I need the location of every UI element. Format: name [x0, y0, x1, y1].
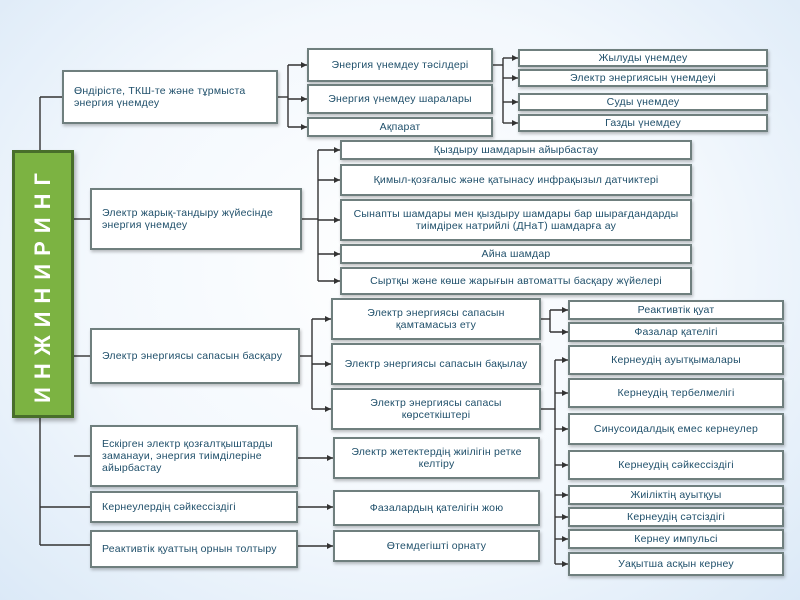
item-label: Кернеудің сәтсіздігі [627, 511, 725, 523]
indicator-box: Уақытша асқын кернеу [568, 552, 784, 576]
arrowhead [512, 55, 518, 61]
indicator-box: Кернеудің тербелмелігі [568, 378, 784, 408]
arrowhead [301, 96, 307, 102]
arrowhead [327, 543, 333, 549]
arrowhead [334, 251, 340, 257]
item-label: Фазалар қателігі [634, 326, 718, 338]
arrowhead [562, 561, 568, 567]
arrowhead [562, 307, 568, 313]
arrowhead [334, 147, 340, 153]
section-reactive-power-compensation: Реактивтік қуаттың орнын толтыру [90, 530, 298, 568]
item-box: Суды үнемдеу [518, 93, 768, 111]
indicator-box: Кернеудің сәтсіздігі [568, 507, 784, 527]
arrowhead [334, 177, 340, 183]
method-box: Электр энергиясы сапасын қамтамасыз ету [331, 298, 541, 340]
action-box: Өтемдегішті орнату [333, 530, 540, 562]
arrowhead [334, 217, 340, 223]
root-engineering-block: ИНЖИНИРИНГ [12, 150, 74, 418]
arrowhead [562, 492, 568, 498]
item-label: Сынапты шамдары мен қыздыру шамдары бар … [353, 208, 679, 232]
arrowhead [327, 504, 333, 510]
method-label: Энергия үнемдеу шаралары [328, 93, 472, 105]
item-box: Фазалар қателігі [568, 322, 784, 342]
arrowhead [562, 462, 568, 468]
method-label: Ақпарат [379, 121, 421, 133]
item-box: Сыртқы және көше жарығын автоматты басқа… [340, 267, 692, 295]
action-box: Фазалардың қателігін жою [333, 490, 540, 526]
item-label: Газды үнемдеу [605, 117, 681, 129]
arrowhead [325, 316, 331, 322]
item-label: Кернеу импульсі [634, 533, 718, 545]
action-label: Фазалардың қателігін жою [369, 502, 504, 514]
arrowhead [325, 361, 331, 367]
item-box: Электр энергиясын үнемдеуі [518, 69, 768, 87]
action-label: Электр жетектердің жиілігін ретке келтір… [351, 446, 522, 470]
method-label: Электр энергиясы сапасын бақылау [344, 358, 528, 370]
section-label: Реактивтік қуаттың орнын толтыру [102, 543, 277, 555]
method-label: Энергия үнемдеу тәсілдері [331, 59, 469, 71]
section-label: Кернеулердің сәйкессіздігі [102, 501, 236, 513]
section-voltage-asymmetry: Кернеулердің сәйкессіздігі [90, 491, 298, 523]
section-energy-saving-production: Өндірісте, ТКШ-те және тұрмыста энергия … [62, 70, 278, 124]
section-label: Электр жарық-тандыру жүйесінде энергия ү… [102, 207, 274, 231]
item-label: Кернеудің тербелмелігі [617, 387, 735, 399]
section-label: Электр энергиясы сапасын басқару [102, 350, 283, 362]
item-label: Реактивтік қуат [637, 304, 715, 316]
arrowhead [327, 455, 333, 461]
item-box: Реактивтік қуат [568, 300, 784, 320]
item-box: Қимыл-қозғалыс және қатынасу инфрақызыл … [340, 164, 692, 196]
item-label: Уақытша асқын кернеу [618, 558, 734, 570]
method-box: Ақпарат [307, 117, 493, 137]
action-box: Электр жетектердің жиілігін ретке келтір… [333, 437, 540, 479]
method-box: Электр энергиясы сапасын бақылау [331, 343, 541, 385]
arrowhead [512, 99, 518, 105]
arrowhead [512, 120, 518, 126]
arrowhead [512, 75, 518, 81]
method-label: Электр энергиясы сапасы көрсеткіштері [370, 397, 502, 421]
indicator-box: Кернеу импульсі [568, 529, 784, 549]
item-box: Айна шамдар [340, 244, 692, 264]
indicator-box: Кернеудің ауытқымалары [568, 345, 784, 375]
section-label: Ескірген электр қозғалтқыштарды заманауи… [102, 438, 273, 474]
arrowhead [562, 329, 568, 335]
arrowhead [334, 278, 340, 284]
item-label: Суды үнемдеу [606, 96, 680, 108]
method-box: Энергия үнемдеу тәсілдері [307, 48, 493, 82]
item-label: Қимыл-қозғалыс және қатынасу инфрақызыл … [373, 174, 659, 186]
arrowhead [562, 390, 568, 396]
item-box: Жылуды үнемдеу [518, 49, 768, 67]
arrowhead [562, 426, 568, 432]
item-label: Синусоидалдық емес кернеулер [593, 423, 759, 435]
item-label: Айна шамдар [481, 248, 551, 260]
arrowhead [301, 62, 307, 68]
section-label: Өндірісте, ТКШ-те және тұрмыста энергия … [74, 85, 246, 109]
section-motor-replacement: Ескірген электр қозғалтқыштарды заманауи… [90, 425, 298, 487]
indicator-box: Синусоидалдық емес кернеулер [568, 413, 784, 445]
item-label: Кернеудің сәйкессіздігі [618, 459, 734, 471]
item-label: Кернеудің ауытқымалары [611, 354, 741, 366]
root-label: ИНЖИНИРИНГ [30, 165, 56, 403]
indicator-box: Кернеудің сәйкессіздігі [568, 450, 784, 480]
method-label: Электр энергиясы сапасын қамтамасыз ету [367, 307, 505, 331]
item-label: Электр энергиясын үнемдеуі [570, 72, 716, 84]
arrowhead [325, 406, 331, 412]
method-box: Электр энергиясы сапасы көрсеткіштері [331, 388, 541, 430]
action-label: Өтемдегішті орнату [386, 540, 487, 552]
item-label: Жиіліктің ауытқуы [630, 489, 722, 501]
item-box: Қыздыру шамдарын айырбастау [340, 140, 692, 160]
arrowhead [562, 536, 568, 542]
section-lighting-energy-saving: Электр жарық-тандыру жүйесінде энергия ү… [90, 188, 302, 250]
arrowhead [562, 514, 568, 520]
section-power-quality-management: Электр энергиясы сапасын басқару [90, 328, 300, 384]
item-label: Жылуды үнемдеу [598, 52, 688, 64]
method-box: Энергия үнемдеу шаралары [307, 84, 493, 114]
item-label: Қыздыру шамдарын айырбастау [433, 144, 599, 156]
arrowhead [301, 124, 307, 130]
item-box: Газды үнемдеу [518, 114, 768, 132]
item-label: Сыртқы және көше жарығын автоматты басқа… [370, 275, 662, 287]
arrowhead [562, 357, 568, 363]
item-box: Сынапты шамдары мен қыздыру шамдары бар … [340, 199, 692, 241]
indicator-box: Жиіліктің ауытқуы [568, 485, 784, 505]
